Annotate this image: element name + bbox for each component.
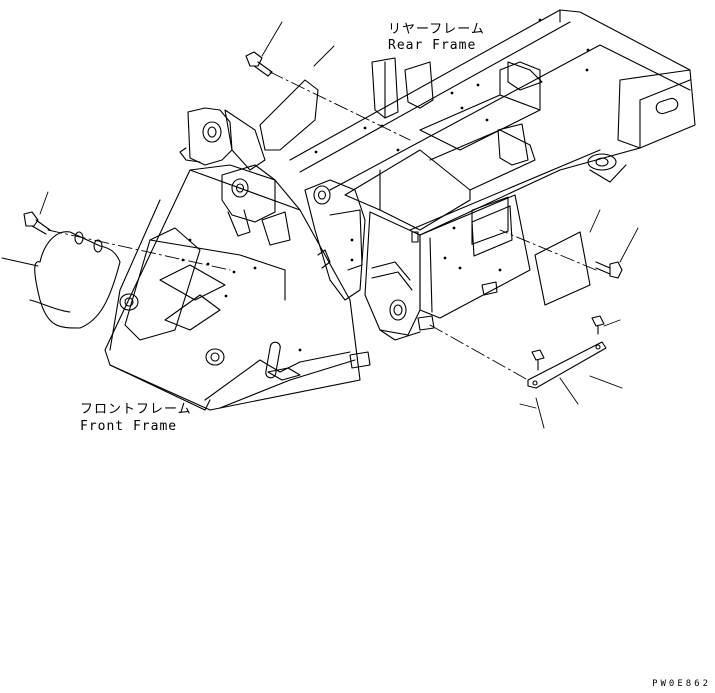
drawing-code: PW0E862 (652, 679, 711, 689)
bolt-right (596, 262, 622, 278)
front-frame-label-en: Front Frame (80, 419, 178, 434)
bolt-upper (246, 52, 272, 76)
rear-frame (290, 10, 695, 340)
cover-plates (24, 52, 622, 388)
rear-frame-label-en: Rear Frame (388, 38, 477, 53)
bolt-left (24, 212, 50, 234)
front-frame (105, 108, 370, 410)
leader-lines (2, 22, 638, 428)
front-frame-label-jp: フロントフレーム (80, 402, 192, 417)
bolt-small-1 (592, 316, 604, 334)
bolt-small-2 (532, 350, 544, 370)
rear-frame-label-jp: リヤーフレーム (388, 22, 485, 37)
